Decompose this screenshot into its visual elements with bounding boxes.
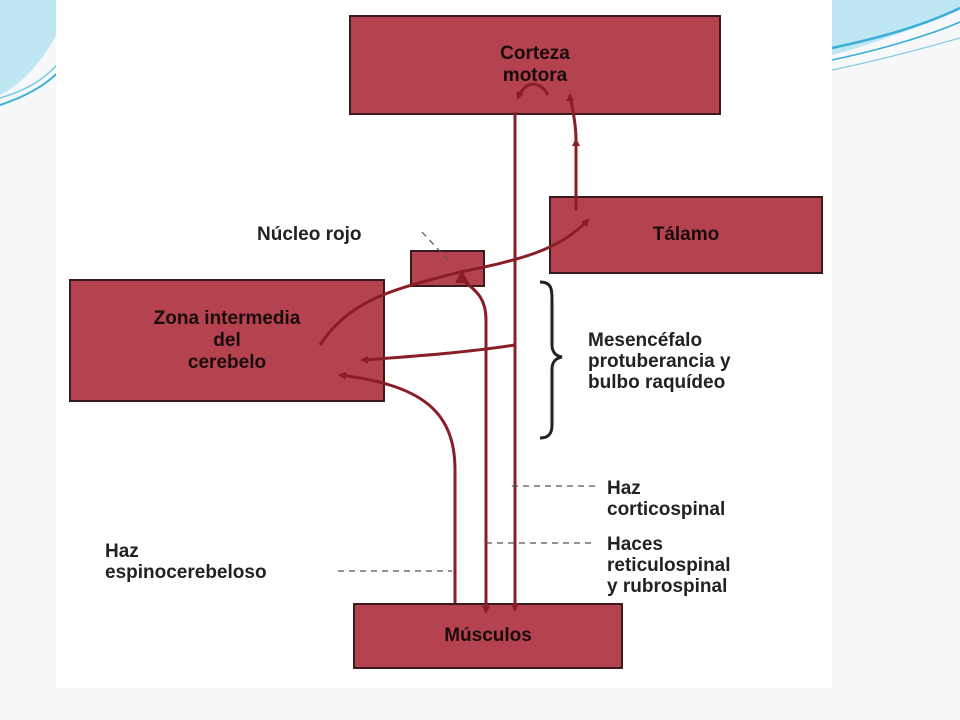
label-nucleo-rojo: Núcleo rojo: [257, 224, 362, 245]
label-haces-reticulospinal: Haces reticulospinal y rubrospinal: [607, 534, 731, 597]
brace-tronco: [539, 280, 563, 440]
arrow-corteza-loop: [516, 82, 550, 100]
node-corteza-motora: Corteza motora: [349, 15, 721, 115]
label-haz-espinocerebeloso: Haz espinocerebeloso: [105, 541, 267, 583]
arrow-corteza-cerebelo: [360, 343, 516, 364]
arrow-rubrospinal: [464, 280, 490, 614]
arrow-espinocerebeloso: [338, 371, 457, 603]
node-corteza-label: Corteza motora: [500, 43, 570, 86]
node-talamo-label: Tálamo: [652, 224, 720, 245]
node-cerebelo-label: Zona intermedia del cerebelo: [153, 307, 301, 373]
label-haz-corticospinal: Haz corticospinal: [607, 478, 726, 520]
arrow-talamo-corteza-upper: [566, 93, 578, 141]
leader-nucleo-rojo: [421, 231, 449, 261]
node-talamo: Tálamo: [549, 196, 823, 274]
label-tronco-encefalico: Mesencéfalo protuberancia y bulbo raquíd…: [588, 330, 731, 393]
top-right-swoosh: [831, 0, 960, 71]
arrow-cerebelo-talamo: [318, 218, 590, 346]
node-musculos: Músculos: [353, 603, 623, 669]
node-cerebelo: Zona intermedia del cerebelo: [69, 279, 385, 402]
node-musculos-label: Músculos: [444, 625, 532, 646]
